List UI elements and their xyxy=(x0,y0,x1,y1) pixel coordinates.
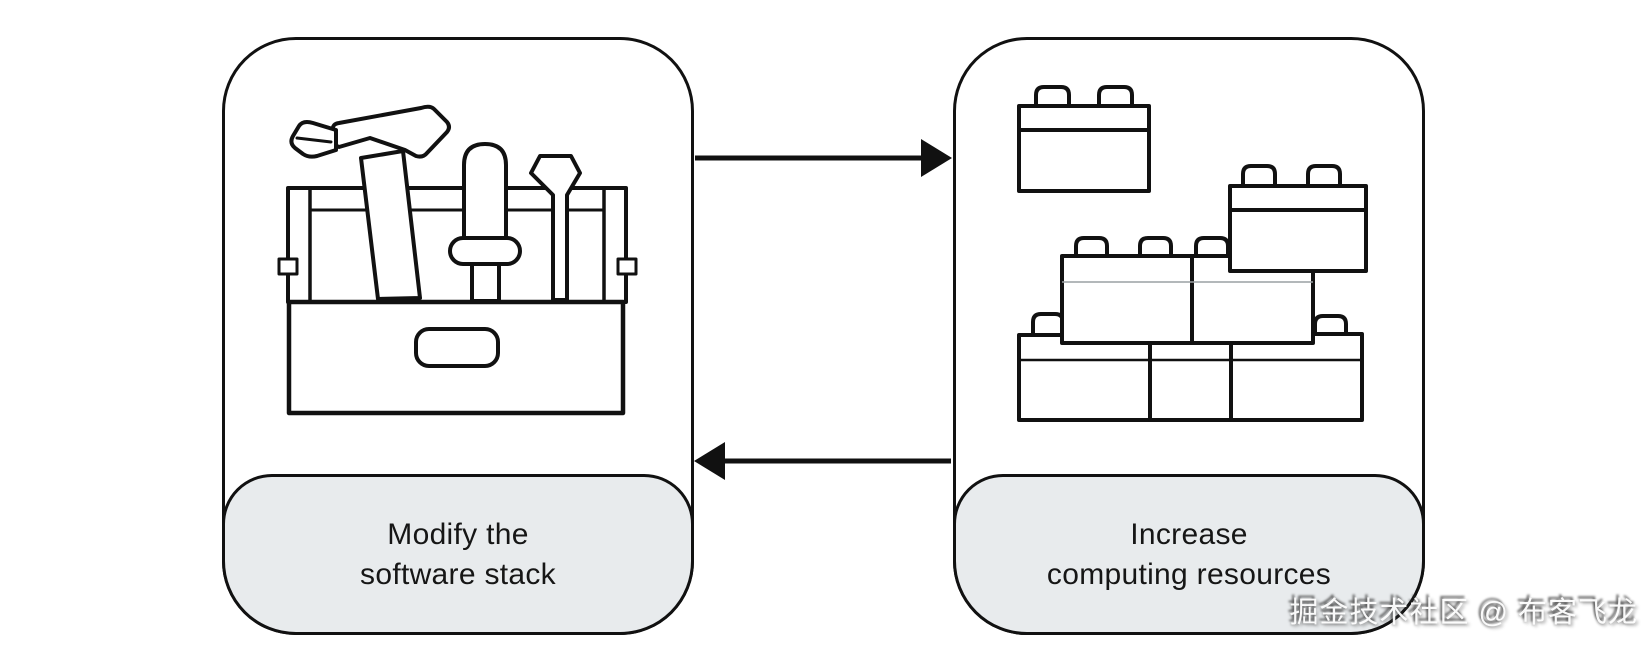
arrow-left-icon xyxy=(694,442,951,480)
toolbox-icon xyxy=(273,98,653,428)
label-modify-software-stack: Modify the software stack xyxy=(222,474,694,635)
label-line: software stack xyxy=(360,557,556,591)
label-increase-computing-resources: Increase computing resources xyxy=(953,474,1425,635)
arrow-right-icon xyxy=(695,139,952,177)
label-line: computing resources xyxy=(1046,557,1332,591)
label-line: Increase xyxy=(1130,517,1248,551)
lego-bricks-icon xyxy=(1009,78,1371,428)
watermark: 掘金技术社区 @ 布客飞龙 xyxy=(1289,597,1638,629)
node-modify-software-stack: Modify the software stack xyxy=(222,37,694,635)
label-line: Modify the xyxy=(387,517,529,551)
node-increase-computing-resources: Increase computing resources xyxy=(953,37,1425,635)
